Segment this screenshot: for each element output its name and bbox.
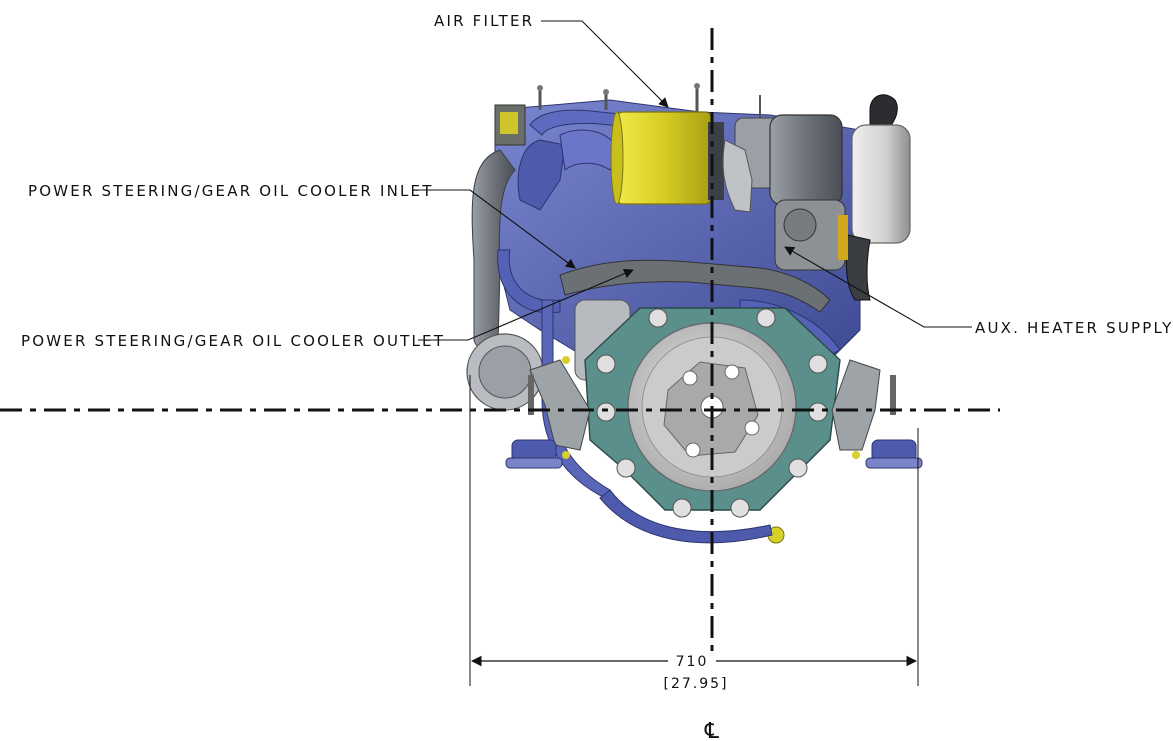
- ps-inlet-label: POWER STEERING/GEAR OIL COOLER INLET: [28, 182, 434, 200]
- centerlines: [0, 28, 1000, 652]
- oil-pan-hose: [599, 489, 773, 544]
- air-filter-label: AIR FILTER: [434, 12, 534, 30]
- callout-ps-inlet: POWER STEERING/GEAR OIL COOLER INLET: [28, 182, 576, 269]
- callout-air-filter: AIR FILTER: [434, 12, 669, 108]
- air-filter-part: [610, 111, 724, 205]
- centerline-symbol: ℄: [704, 719, 720, 741]
- aux-heater-label: AUX. HEATER SUPPLY: [975, 319, 1173, 337]
- right-engine-mount: [831, 359, 923, 469]
- ps-outlet-label: POWER STEERING/GEAR OIL COOLER OUTLET: [21, 332, 445, 350]
- dimension-imperial: [27.95]: [663, 676, 728, 692]
- right-muffler: [851, 124, 911, 244]
- width-dimension: 710 [27.95]: [469, 375, 919, 692]
- left-engine-mount: [505, 359, 591, 469]
- engine-illustration: [466, 83, 923, 544]
- callout-aux-heater: AUX. HEATER SUPPLY: [784, 246, 1173, 337]
- turbocharger: [722, 114, 843, 213]
- blue-lower-hose: [497, 249, 561, 314]
- dimension-metric: 710: [676, 654, 709, 670]
- right-lower-hose: [845, 234, 871, 301]
- callout-ps-outlet: POWER STEERING/GEAR OIL COOLER OUTLET: [21, 268, 634, 350]
